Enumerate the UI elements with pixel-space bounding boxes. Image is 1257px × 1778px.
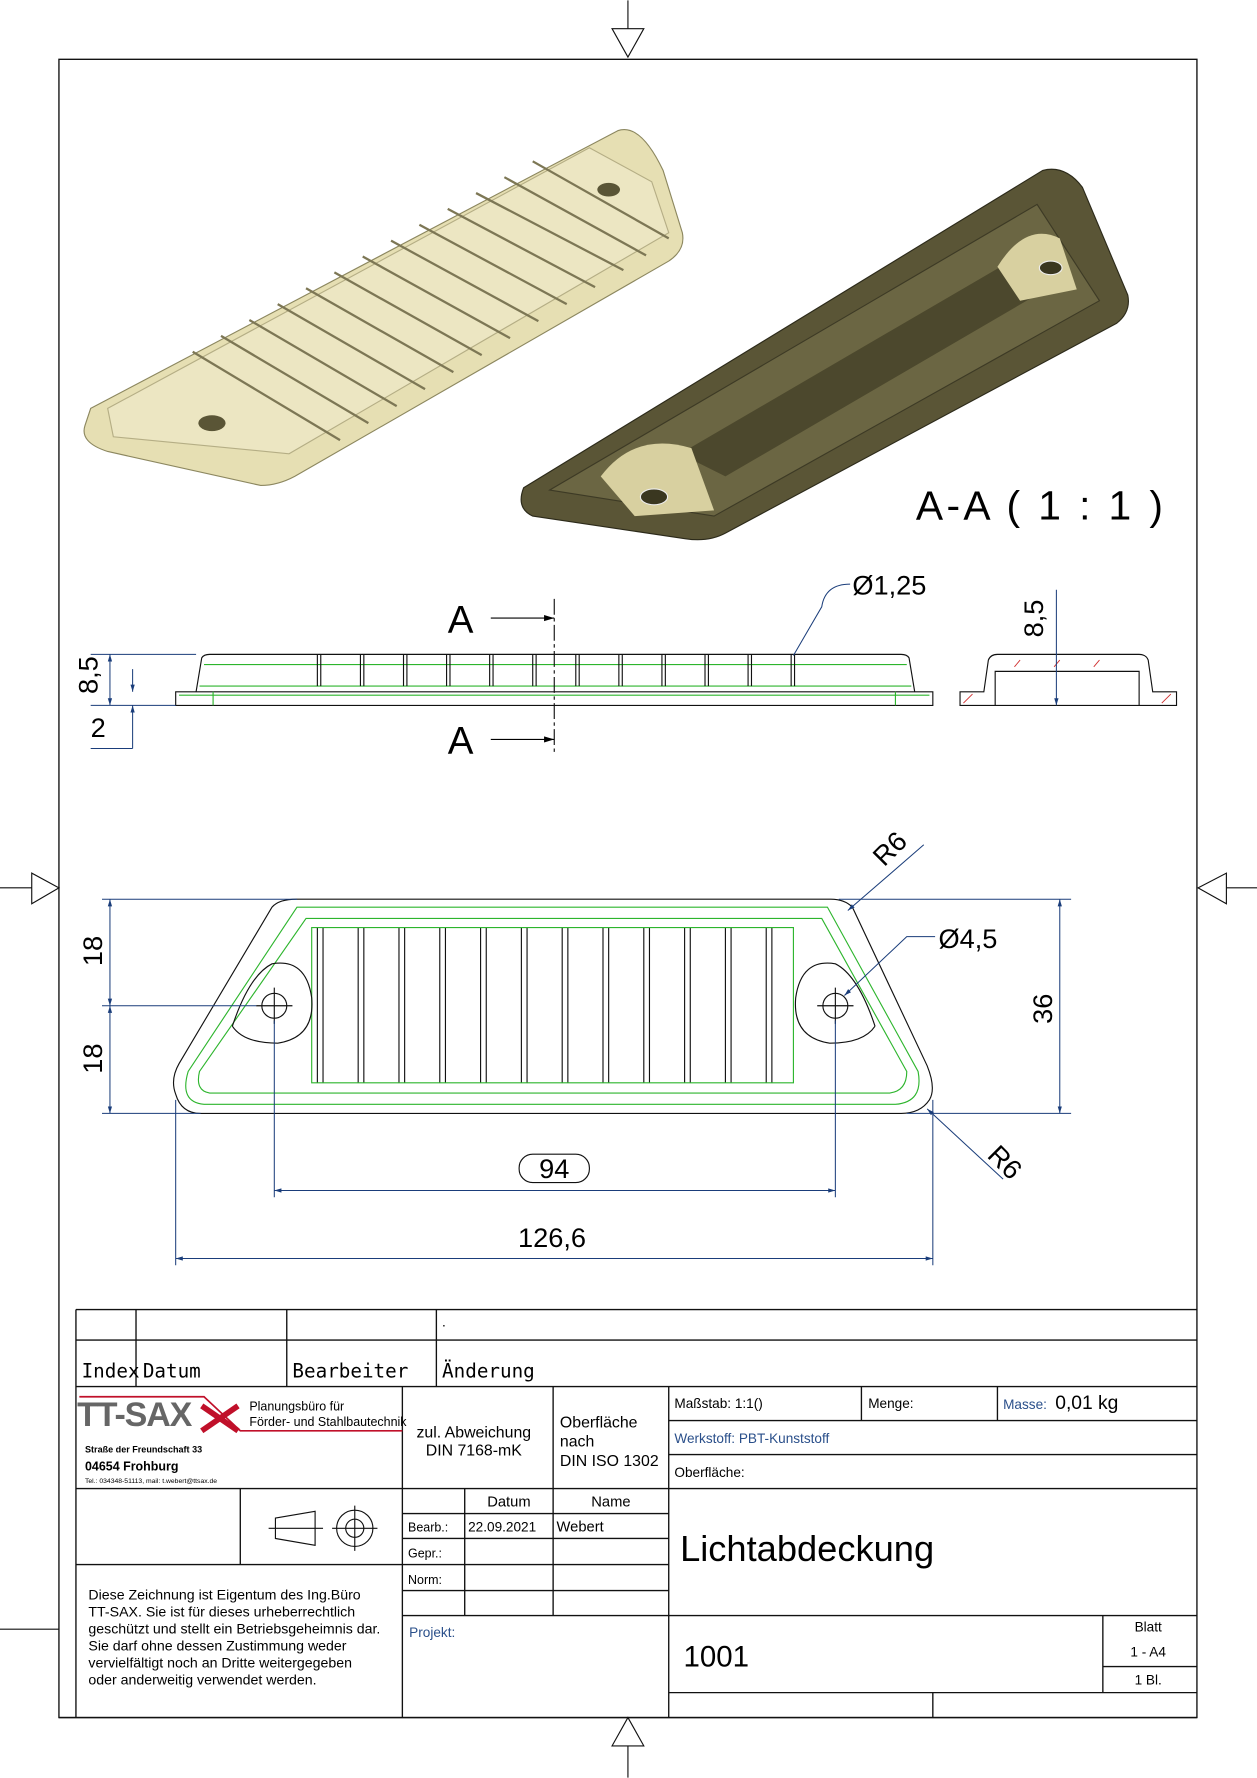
ownership-notice: Diese Zeichnung ist Eigentum des Ing.Bür… bbox=[88, 1588, 380, 1689]
dim-base-thickness: 2 bbox=[91, 712, 106, 743]
sheet-count: 1 Bl. bbox=[1135, 1673, 1162, 1688]
col-datum: Datum bbox=[487, 1495, 530, 1511]
isometric-view-top bbox=[83, 129, 684, 487]
project: Projekt: bbox=[409, 1625, 455, 1640]
sheet-format: 1 - A4 bbox=[1130, 1644, 1166, 1659]
tolerance-line1: zul. Abweichung bbox=[416, 1425, 531, 1442]
dim-half-width-bottom: 18 bbox=[77, 1044, 108, 1074]
section-view: 8,5 bbox=[959, 589, 1178, 706]
dim-hole-distance: 94 bbox=[539, 1153, 569, 1184]
bearb-date: 22.09.2021 bbox=[468, 1520, 536, 1535]
company-contact: Tel.: 034348-51113, mail: t.webert@ttsax… bbox=[85, 1478, 217, 1485]
projection-symbol-icon bbox=[268, 1505, 378, 1551]
mounting-hole-icon bbox=[198, 415, 226, 432]
company-logo: TT-SAX bbox=[77, 1395, 403, 1434]
drawing-title: Lichtabdeckung bbox=[680, 1528, 934, 1569]
dim-height-section: 8,5 bbox=[1018, 600, 1049, 638]
surface-norm-line3: DIN ISO 1302 bbox=[560, 1453, 659, 1470]
row-bearb: Bearb.: bbox=[408, 1521, 448, 1535]
company-street: Straße der Freundschaft 33 bbox=[85, 1444, 202, 1454]
mounting-hole-icon bbox=[1038, 260, 1063, 276]
top-view: 18 18 36 R6 R6 Ø4,5 94 126,6 bbox=[77, 825, 1072, 1266]
svg-text:geschützt und stellt ein Betri: geschützt und stellt ein Betriebsgeheimn… bbox=[88, 1622, 380, 1638]
company-city: 04654 Frohburg bbox=[85, 1459, 178, 1473]
cut-label-bottom: A bbox=[448, 720, 474, 763]
isometric-view-bottom bbox=[520, 168, 1129, 541]
surface-norm-line2: nach bbox=[560, 1434, 594, 1451]
dim-hole-large: Ø4,5 bbox=[938, 923, 997, 954]
col-name: Name bbox=[591, 1495, 630, 1511]
svg-text:vervielfältigt noch an Dritte: vervielfältigt noch an Dritte weitergege… bbox=[88, 1656, 352, 1672]
header-aenderung: Änderung bbox=[442, 1360, 535, 1383]
quantity: Menge: bbox=[868, 1396, 913, 1411]
mass-label: Masse: bbox=[1003, 1397, 1047, 1412]
dim-length: 126,6 bbox=[518, 1222, 586, 1253]
dim-height-side: 8,5 bbox=[72, 656, 103, 694]
company-line2: Förder- und Stahlbautechnik bbox=[249, 1415, 407, 1429]
surface-norm-line1: Oberfläche bbox=[560, 1414, 638, 1431]
material: Werkstoff: PBT-Kunststoff bbox=[674, 1431, 829, 1446]
surface: Oberfläche: bbox=[674, 1465, 744, 1480]
dim-width: 36 bbox=[1027, 994, 1058, 1024]
mounting-hole-icon bbox=[639, 488, 669, 506]
tolerance-line2: DIN 7168-mK bbox=[426, 1443, 522, 1460]
dim-hole-small: Ø1,25 bbox=[852, 569, 926, 600]
drawing-number: 1001 bbox=[683, 1641, 749, 1674]
header-index: Index bbox=[82, 1360, 140, 1383]
svg-text:TT-SAX. Sie ist für dieses urh: TT-SAX. Sie ist für dieses urheberrechtl… bbox=[88, 1605, 355, 1621]
svg-text:Sie darf ohne dessen Zustimmun: Sie darf ohne dessen Zustimmung weder bbox=[88, 1639, 346, 1655]
mass-value: 0,01 kg bbox=[1055, 1393, 1118, 1414]
svg-text:TT-SAX: TT-SAX bbox=[77, 1396, 193, 1434]
row-gepr: Gepr.: bbox=[408, 1547, 442, 1561]
scale: Maßstab: 1:1() bbox=[674, 1396, 762, 1411]
revision-table: . Index Datum Bearbeiter Änderung bbox=[75, 1308, 1197, 1718]
bearb-name: Webert bbox=[557, 1520, 604, 1536]
mounting-hole-icon bbox=[597, 182, 620, 197]
title-block: TT-SAX Planungsbüro für Förder- und Stah… bbox=[58, 1386, 1197, 1719]
sheet-label: Blatt bbox=[1135, 1619, 1162, 1634]
svg-text:oder anderweitig verwendet wer: oder anderweitig verwendet werden. bbox=[88, 1673, 316, 1689]
revision-dot: . bbox=[442, 1315, 446, 1330]
cut-label-top: A bbox=[448, 599, 474, 642]
row-norm: Norm: bbox=[408, 1573, 442, 1587]
header-datum: Datum bbox=[143, 1360, 201, 1383]
section-label: A-A ( 1 : 1 ) bbox=[916, 482, 1167, 528]
company-line1: Planungsbüro für bbox=[249, 1399, 344, 1413]
header-bearbeiter: Bearbeiter bbox=[292, 1360, 408, 1383]
svg-text:Diese Zeichnung ist Eigentum d: Diese Zeichnung ist Eigentum des Ing.Bür… bbox=[88, 1588, 360, 1604]
dim-half-width-top: 18 bbox=[77, 936, 108, 966]
side-view: A A Ø1,25 8,5 2 bbox=[72, 569, 934, 763]
